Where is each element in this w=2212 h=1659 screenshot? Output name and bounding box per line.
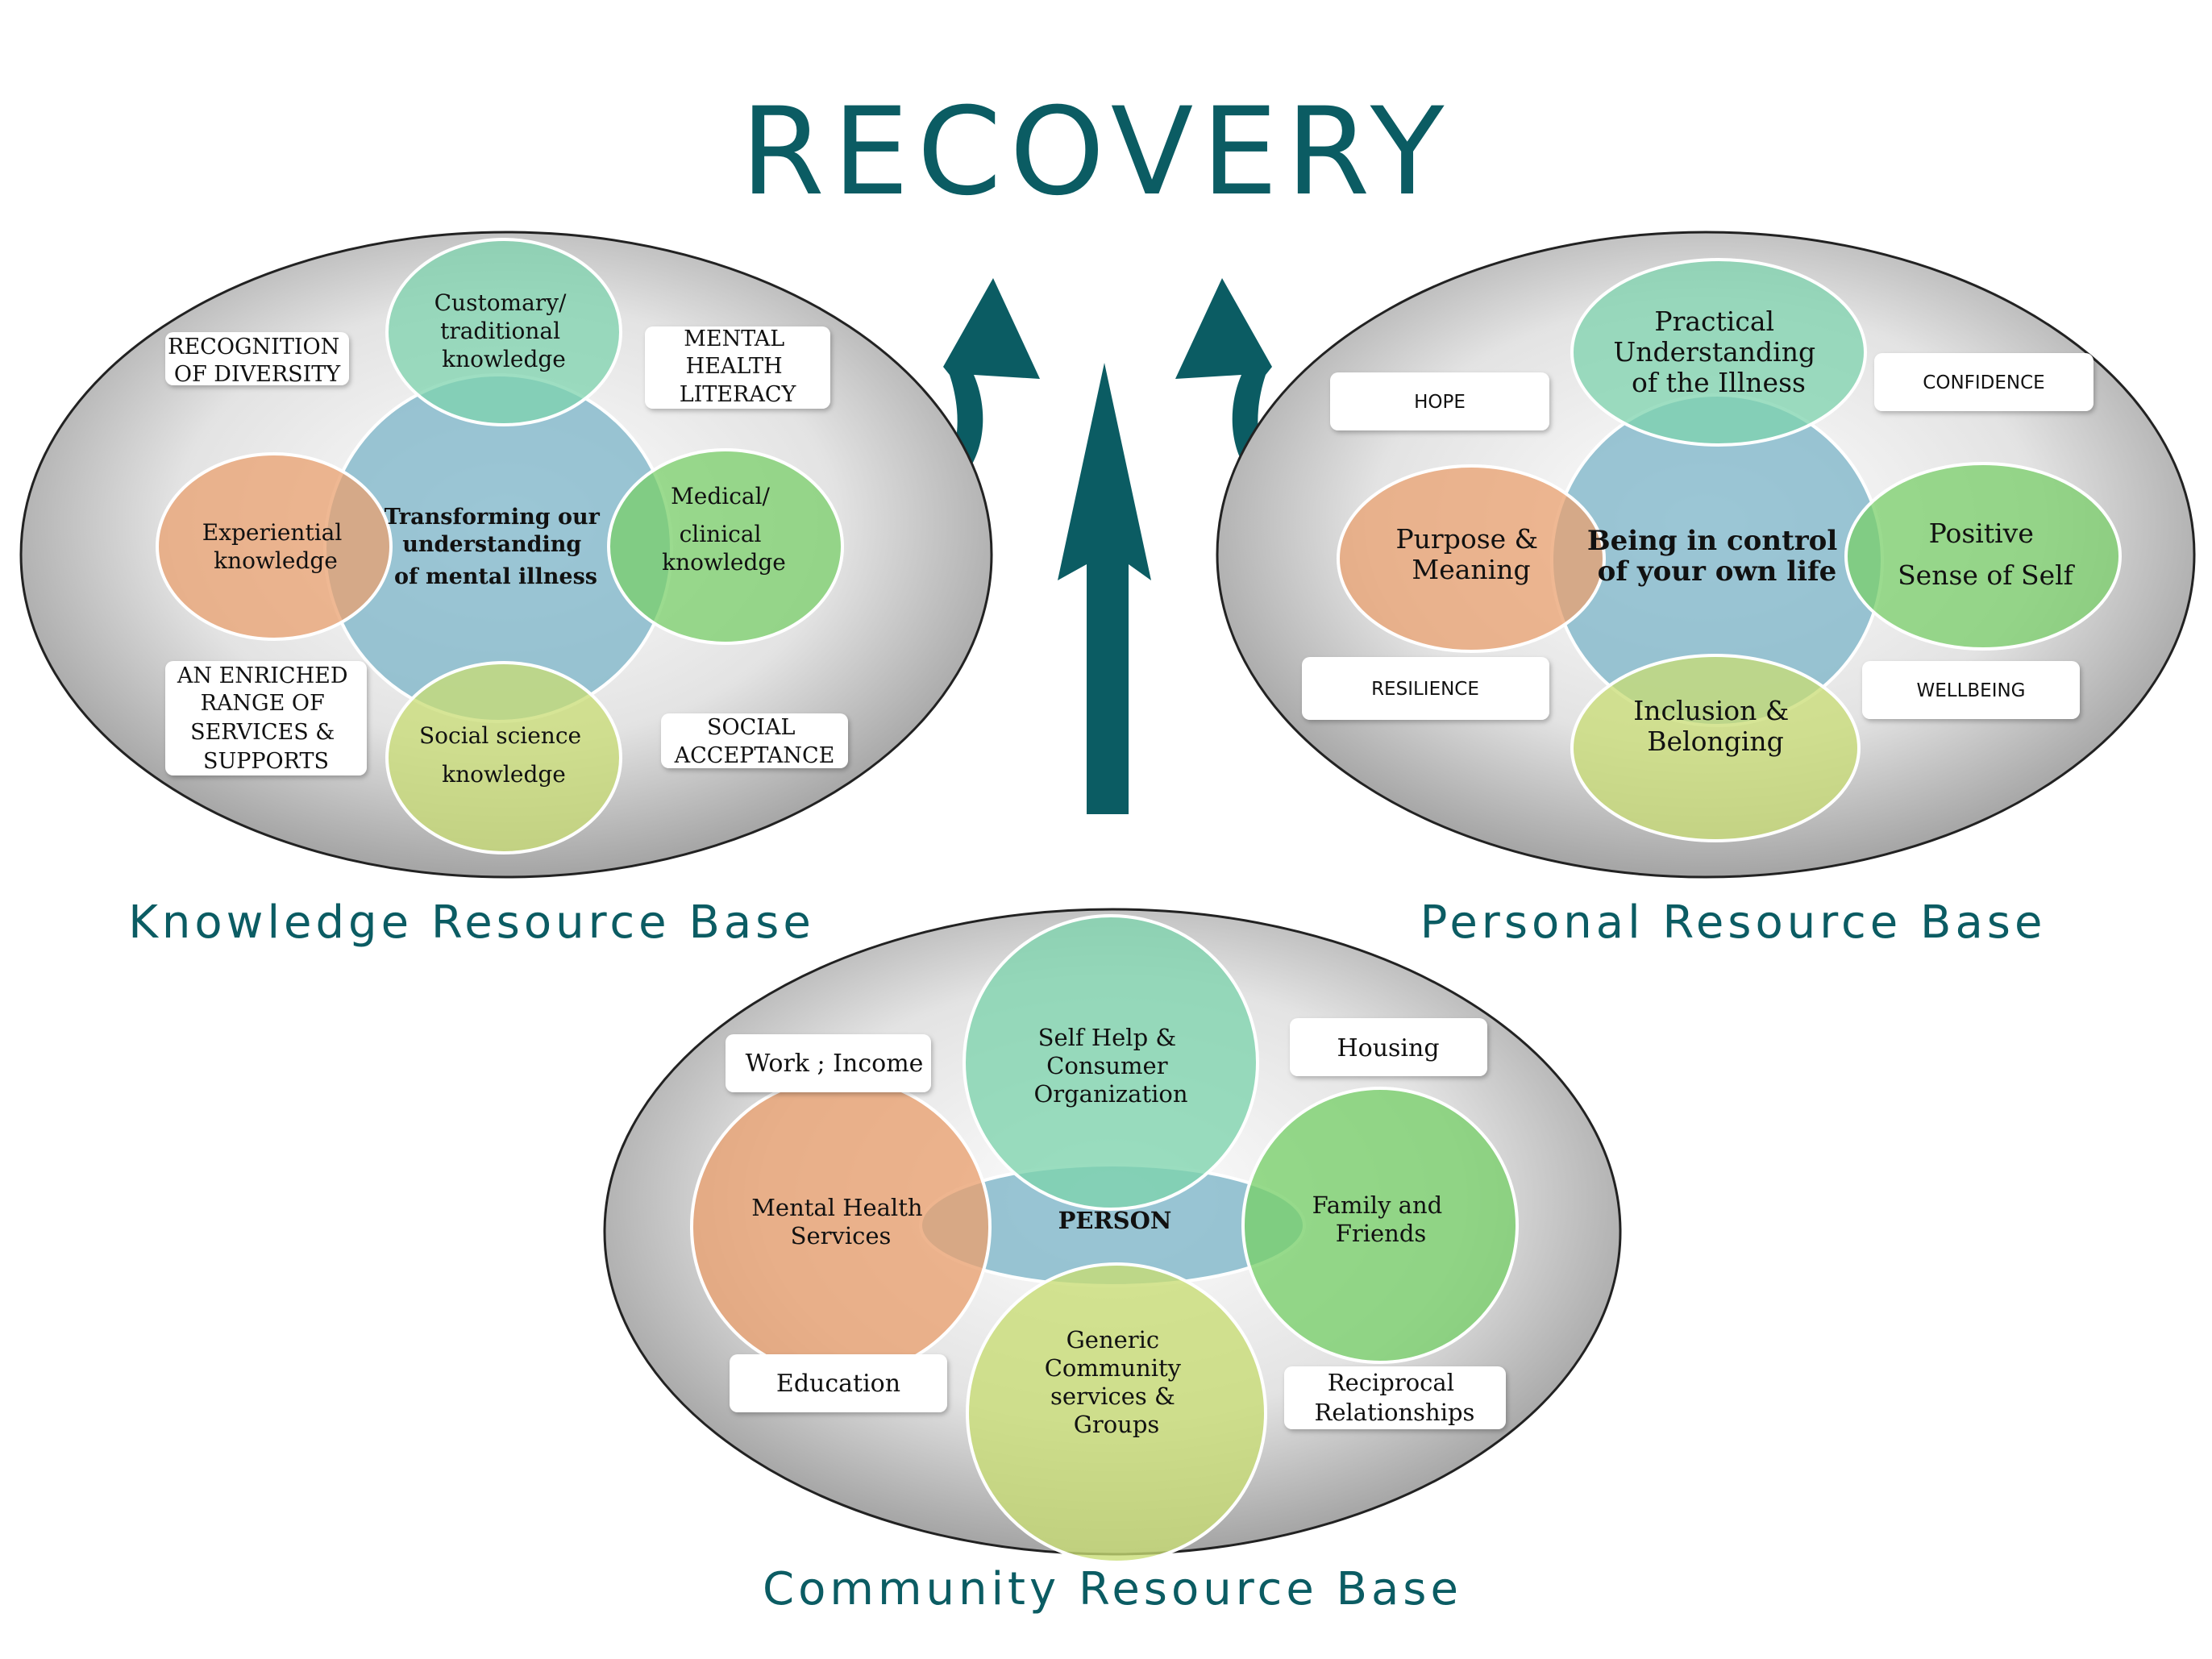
community-right-label: Family and Friends — [1312, 1191, 1450, 1247]
tag-wellbeing: WELLBEING — [1862, 661, 2080, 719]
community-center-label: PERSON — [1058, 1207, 1172, 1234]
knowledge-base-label: Knowledge Resource Base — [128, 896, 815, 949]
svg-text:Education: Education — [776, 1370, 900, 1398]
knowledge-resource-base: Transforming our understanding of mental… — [19, 231, 993, 949]
personal-right-circle — [1844, 462, 2122, 651]
knowledge-left-label: Experiential knowledge — [202, 519, 349, 574]
svg-text:MENTAL HEALTH: MENTAL HEALTH LITERACY — [680, 326, 797, 407]
tag-recognition-of-diversity: RECOGNITION OF DIVERSITY — [165, 332, 349, 387]
tag-resilience: RESILIENCE — [1302, 657, 1549, 720]
svg-text:AN ENRICHED RANGE OF: AN ENRICHED RANGE OF SERVICES & SUPPORTS — [177, 663, 355, 774]
svg-text:WELLBEING: WELLBEING — [1916, 680, 2025, 701]
community-bottom-label: Generic Community services & Groups — [1045, 1326, 1189, 1438]
tag-reciprocal-relationships: Reciprocal Relationships — [1284, 1366, 1506, 1429]
tag-mental-health-literacy: MENTAL HEALTH LITERACY — [645, 326, 830, 409]
community-bottom-circle — [966, 1262, 1267, 1564]
community-base-label: Community Resource Base — [763, 1563, 1462, 1615]
tag-social-acceptance: SOCIAL ACCEPTANCE — [661, 713, 848, 768]
community-top-label: Self Help & Consumer Organization — [1033, 1024, 1187, 1108]
svg-text:HOPE: HOPE — [1414, 392, 1466, 413]
personal-center-label: Being in control of your own life — [1587, 525, 1847, 588]
tag-education: Education — [730, 1354, 947, 1412]
svg-text:CONFIDENCE: CONFIDENCE — [1923, 372, 2044, 393]
community-right-circle — [1241, 1087, 1519, 1364]
personal-left-label: Purpose & Meaning — [1395, 523, 1546, 585]
tag-hope: HOPE — [1330, 372, 1549, 430]
svg-text:Work ; Income: Work ; Income — [746, 1050, 924, 1078]
svg-text:Reciprocal Relationshi: Reciprocal Relationships — [1315, 1369, 1475, 1426]
personal-base-label: Personal Resource Base — [1420, 896, 2047, 949]
tag-housing: Housing — [1290, 1018, 1487, 1076]
community-resource-base: PERSON Self Help & Consumer Organization… — [603, 908, 1622, 1615]
personal-top-label: Practical Understanding of the Illness — [1613, 306, 1823, 398]
tag-work-income: Work ; Income — [726, 1034, 931, 1092]
personal-left-circle — [1337, 464, 1606, 653]
page-title: RECOVERY — [741, 82, 1453, 222]
personal-bottom-circle — [1570, 654, 1861, 842]
community-left-label: Mental Health Services — [751, 1194, 930, 1249]
svg-text:RESILIENCE: RESILIENCE — [1371, 679, 1479, 700]
knowledge-center-label: Transforming our understanding of mental… — [385, 505, 608, 589]
knowledge-bottom-circle — [385, 661, 622, 854]
community-top-circle — [963, 914, 1259, 1211]
personal-top-circle — [1570, 258, 1867, 447]
personal-bottom-label: Inclusion & Belonging — [1633, 695, 1798, 757]
svg-text:Housing: Housing — [1337, 1034, 1439, 1062]
knowledge-left-circle — [156, 452, 393, 641]
knowledge-top-circle — [385, 238, 622, 426]
knowledge-right-label: Medical/ clinical knowledge — [662, 483, 786, 576]
knowledge-right-circle — [607, 448, 844, 645]
svg-text:RECOGNITION OF DIVERSI: RECOGNITION OF DIVERSITY — [168, 335, 347, 387]
knowledge-top-label: Customary/ traditional knowledge — [434, 289, 574, 372]
tag-enriched-range: AN ENRICHED RANGE OF SERVICES & SUPPORTS — [165, 661, 367, 775]
personal-right-label: Positive Sense of Self — [1898, 518, 2076, 591]
svg-text:SOCIAL ACCEPTANCE: SOCIAL ACCEPTANCE — [674, 715, 835, 768]
personal-resource-base: Being in control of your own life Practi… — [1216, 231, 2196, 949]
tag-confidence: CONFIDENCE — [1874, 353, 2094, 411]
knowledge-bottom-label: Social science knowledge — [419, 722, 588, 788]
up-arrow-icon — [1058, 363, 1151, 814]
